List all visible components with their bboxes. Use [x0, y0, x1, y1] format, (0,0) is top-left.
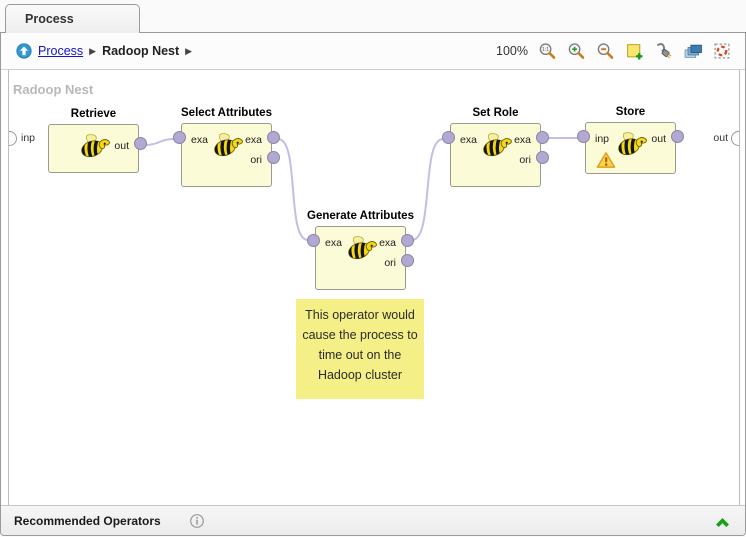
- port-label: exa: [325, 237, 342, 249]
- process-canvas[interactable]: Radoop Nest inp out Retrieve out Select …: [1, 70, 745, 505]
- recommended-operators-bar[interactable]: Recommended Operators: [1, 505, 745, 535]
- output-port[interactable]: [134, 137, 147, 150]
- input-port[interactable]: [173, 131, 186, 144]
- port-label: exa: [191, 134, 208, 146]
- auto-arrange-icon[interactable]: [712, 42, 731, 61]
- operator-generate-attributes[interactable]: Generate Attributes exa exa ori: [307, 210, 414, 290]
- tab-process[interactable]: Process: [5, 4, 140, 33]
- output-port[interactable]: [267, 151, 280, 164]
- input-port[interactable]: [307, 234, 320, 247]
- tab-label: Process: [25, 12, 74, 26]
- nest-watermark: Radoop Nest: [13, 82, 94, 97]
- zoom-level: 100%: [496, 44, 528, 58]
- operator-retrieve[interactable]: Retrieve out: [48, 108, 147, 173]
- canvas-toolbar: 100% 1:1: [496, 42, 735, 61]
- input-port[interactable]: [442, 131, 455, 144]
- breadcrumb-link-process[interactable]: Process: [38, 44, 84, 58]
- svg-text:1:1: 1:1: [542, 47, 549, 53]
- navigate-up-icon[interactable]: [16, 43, 32, 59]
- nest-output-label: out: [713, 132, 728, 144]
- breadcrumb-toolbar: Process ▶ Radoop Nest ▶ 100% 1:1: [1, 33, 745, 70]
- port-label: exa: [514, 134, 531, 146]
- port-label: out: [651, 133, 666, 145]
- recommended-operators-title: Recommended Operators: [14, 513, 161, 528]
- port-label: exa: [379, 237, 396, 249]
- expand-panel-icon[interactable]: [713, 513, 732, 528]
- auto-wire-icon[interactable]: [654, 42, 673, 61]
- output-port[interactable]: [267, 131, 280, 144]
- operator-set-role[interactable]: Set Role exa exa ori: [442, 107, 549, 187]
- hive-bee-icon: [343, 233, 379, 261]
- breadcrumb-current[interactable]: Radoop Nest: [102, 44, 180, 58]
- operator-body[interactable]: exa exa ori: [181, 123, 272, 187]
- output-port[interactable]: [401, 234, 414, 247]
- port-label: exa: [460, 134, 477, 146]
- process-panel: Process ▶ Radoop Nest ▶ 100% 1:1: [0, 32, 746, 536]
- breadcrumb-separator: ▶: [185, 45, 193, 56]
- output-port[interactable]: [536, 151, 549, 164]
- output-port[interactable]: [536, 131, 549, 144]
- output-port[interactable]: [401, 254, 414, 267]
- add-note-icon[interactable]: [625, 42, 644, 61]
- operator-store[interactable]: Store inp out: [577, 106, 684, 174]
- port-label: inp: [595, 133, 610, 145]
- operator-body[interactable]: inp out: [585, 122, 676, 174]
- hive-bee-icon: [478, 130, 514, 158]
- port-label: ori: [384, 257, 396, 269]
- nest-output-port[interactable]: [731, 131, 739, 146]
- warning-icon: [596, 152, 616, 168]
- info-icon[interactable]: [189, 513, 205, 529]
- operator-title: Store: [615, 106, 646, 118]
- process-note[interactable]: This operator would cause the process to…: [296, 299, 424, 399]
- port-label: ori: [519, 154, 531, 166]
- input-port[interactable]: [577, 130, 590, 143]
- operator-title: Generate Attributes: [307, 210, 414, 222]
- canvas-border: [8, 70, 740, 505]
- hive-bee-icon: [76, 131, 112, 159]
- operator-title: Select Attributes: [181, 107, 272, 119]
- nest-input-label: inp: [21, 132, 36, 144]
- zoom-out-icon[interactable]: [596, 42, 615, 61]
- operator-body[interactable]: exa exa ori: [450, 123, 541, 187]
- port-label: ori: [250, 154, 262, 166]
- layers-icon[interactable]: [683, 42, 702, 61]
- hive-bee-icon: [209, 130, 245, 158]
- hive-bee-icon: [613, 129, 649, 157]
- port-label: exa: [245, 134, 262, 146]
- operator-title: Retrieve: [70, 108, 117, 120]
- operator-body[interactable]: exa exa ori: [315, 226, 406, 290]
- zoom-reset-icon[interactable]: 1:1: [538, 42, 557, 61]
- port-label: out: [114, 140, 129, 152]
- operator-title: Set Role: [472, 107, 519, 119]
- operator-body[interactable]: out: [48, 124, 139, 173]
- zoom-in-icon[interactable]: [567, 42, 586, 61]
- output-port[interactable]: [671, 130, 684, 143]
- breadcrumb-separator: ▶: [89, 45, 97, 56]
- operator-select-attributes[interactable]: Select Attributes exa exa ori: [173, 107, 280, 187]
